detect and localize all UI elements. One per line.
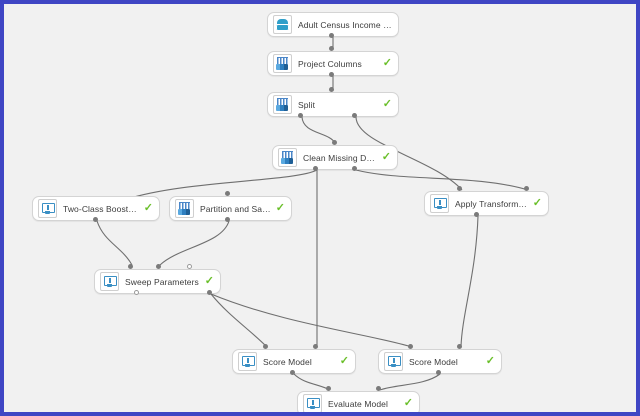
port-score_right-filled[interactable]: [435, 369, 441, 375]
node-partition[interactable]: Partition and Sample✓: [169, 196, 292, 221]
dataset-icon: [273, 15, 292, 34]
node-label: Clean Missing Data: [303, 152, 378, 163]
port-score_left-filled[interactable]: [289, 369, 295, 375]
node-label: Sweep Parameters: [125, 276, 199, 287]
node-split[interactable]: Split ✓: [267, 92, 399, 117]
node-label: Partition and Sample: [200, 203, 272, 214]
port-split-filled[interactable]: [297, 112, 303, 118]
monitor-stem-icon: [392, 358, 395, 363]
port-partition-filled[interactable]: [224, 190, 230, 196]
edge-boosted-to-sweep[interactable]: [96, 220, 133, 266]
model-icon: [38, 199, 57, 218]
port-score_right-filled[interactable]: [456, 343, 462, 349]
status-check-icon: ✓: [339, 355, 349, 367]
port-dataset-filled[interactable]: [328, 32, 334, 38]
model-icon: [303, 394, 322, 412]
port-split-filled[interactable]: [328, 86, 334, 92]
node-apply[interactable]: Apply Transformation✓: [424, 191, 549, 216]
node-label: Two-Class Boosted Decision T...: [63, 203, 140, 214]
node-evaluate[interactable]: Evaluate Model ✓: [297, 391, 420, 412]
node-boosted[interactable]: Two-Class Boosted Decision T...✓: [32, 196, 160, 221]
port-apply-filled[interactable]: [473, 211, 479, 217]
status-check-icon: ✓: [485, 355, 495, 367]
port-sweep-filled[interactable]: [127, 263, 133, 269]
node-sweep[interactable]: Sweep Parameters ✓: [94, 269, 221, 294]
status-check-icon: ✓: [381, 151, 391, 163]
status-check-icon: ✓: [532, 197, 542, 209]
node-label: Evaluate Model: [328, 398, 388, 409]
model-icon: [100, 272, 119, 291]
port-score_left-filled[interactable]: [262, 343, 268, 349]
status-check-icon: ✓: [382, 98, 392, 110]
node-dataset[interactable]: Adult Census Income Binary C...: [267, 12, 399, 37]
edge-partition-to-sweep[interactable]: [159, 220, 230, 266]
port-sweep-filled[interactable]: [206, 289, 212, 295]
port-score_right-filled[interactable]: [407, 343, 413, 349]
workflow-canvas[interactable]: Adult Census Income Binary C... Project C…: [4, 4, 636, 412]
model-icon: [238, 352, 257, 371]
edge-score_right-to-evaluate[interactable]: [379, 373, 441, 391]
edge-sweep-to-score_left[interactable]: [210, 293, 268, 348]
node-clean[interactable]: Clean Missing Data✓: [272, 145, 398, 170]
edge-sweep-to-score_right[interactable]: [210, 293, 413, 348]
model-icon: [384, 352, 403, 371]
port-apply-filled[interactable]: [523, 185, 529, 191]
port-clean-filled[interactable]: [312, 165, 318, 171]
monitor-stem-icon: [108, 278, 111, 283]
port-evaluate-hollow[interactable]: [349, 411, 355, 412]
status-check-icon: ✓: [143, 202, 153, 214]
status-check-icon: ✓: [403, 397, 413, 409]
node-label: Score Model: [263, 356, 312, 367]
monitor-stem-icon: [311, 400, 314, 405]
port-clean-filled[interactable]: [351, 165, 357, 171]
monitor-stem-icon: [246, 358, 249, 363]
port-evaluate-filled[interactable]: [375, 385, 381, 391]
grid-icon: [175, 199, 194, 218]
port-sweep-hollow[interactable]: [186, 263, 192, 269]
port-evaluate-filled[interactable]: [325, 385, 331, 391]
edge-clean-to-apply2[interactable]: [355, 169, 529, 191]
edge-score_left-to-evaluate[interactable]: [293, 373, 331, 391]
port-project-filled[interactable]: [328, 45, 334, 51]
edge-split-to-clean[interactable]: [301, 116, 336, 144]
edge-apply-to-score_right[interactable]: [460, 215, 479, 348]
monitor-stem-icon: [46, 205, 49, 210]
port-clean-filled[interactable]: [331, 139, 337, 145]
node-label: Apply Transformation: [455, 198, 529, 209]
port-sweep-filled[interactable]: [155, 263, 161, 269]
port-sweep-hollow[interactable]: [133, 289, 139, 295]
port-split-filled[interactable]: [351, 112, 357, 118]
status-check-icon: ✓: [382, 57, 392, 69]
port-score_left-filled[interactable]: [312, 343, 318, 349]
port-boosted-filled[interactable]: [92, 216, 98, 222]
port-apply-filled[interactable]: [456, 185, 462, 191]
node-label: Split: [298, 99, 316, 110]
grid-icon: [278, 148, 297, 167]
grid-icon: [273, 54, 292, 73]
node-label: Score Model: [409, 356, 458, 367]
node-label: Adult Census Income Binary C...: [298, 19, 392, 30]
status-check-icon: ✓: [204, 275, 214, 287]
port-partition-filled[interactable]: [224, 216, 230, 222]
status-check-icon: ✓: [275, 202, 285, 214]
node-label: Project Columns: [298, 58, 362, 69]
monitor-stem-icon: [438, 200, 441, 205]
port-project-filled[interactable]: [328, 71, 334, 77]
grid-icon: [273, 95, 292, 114]
model-icon: [430, 194, 449, 213]
